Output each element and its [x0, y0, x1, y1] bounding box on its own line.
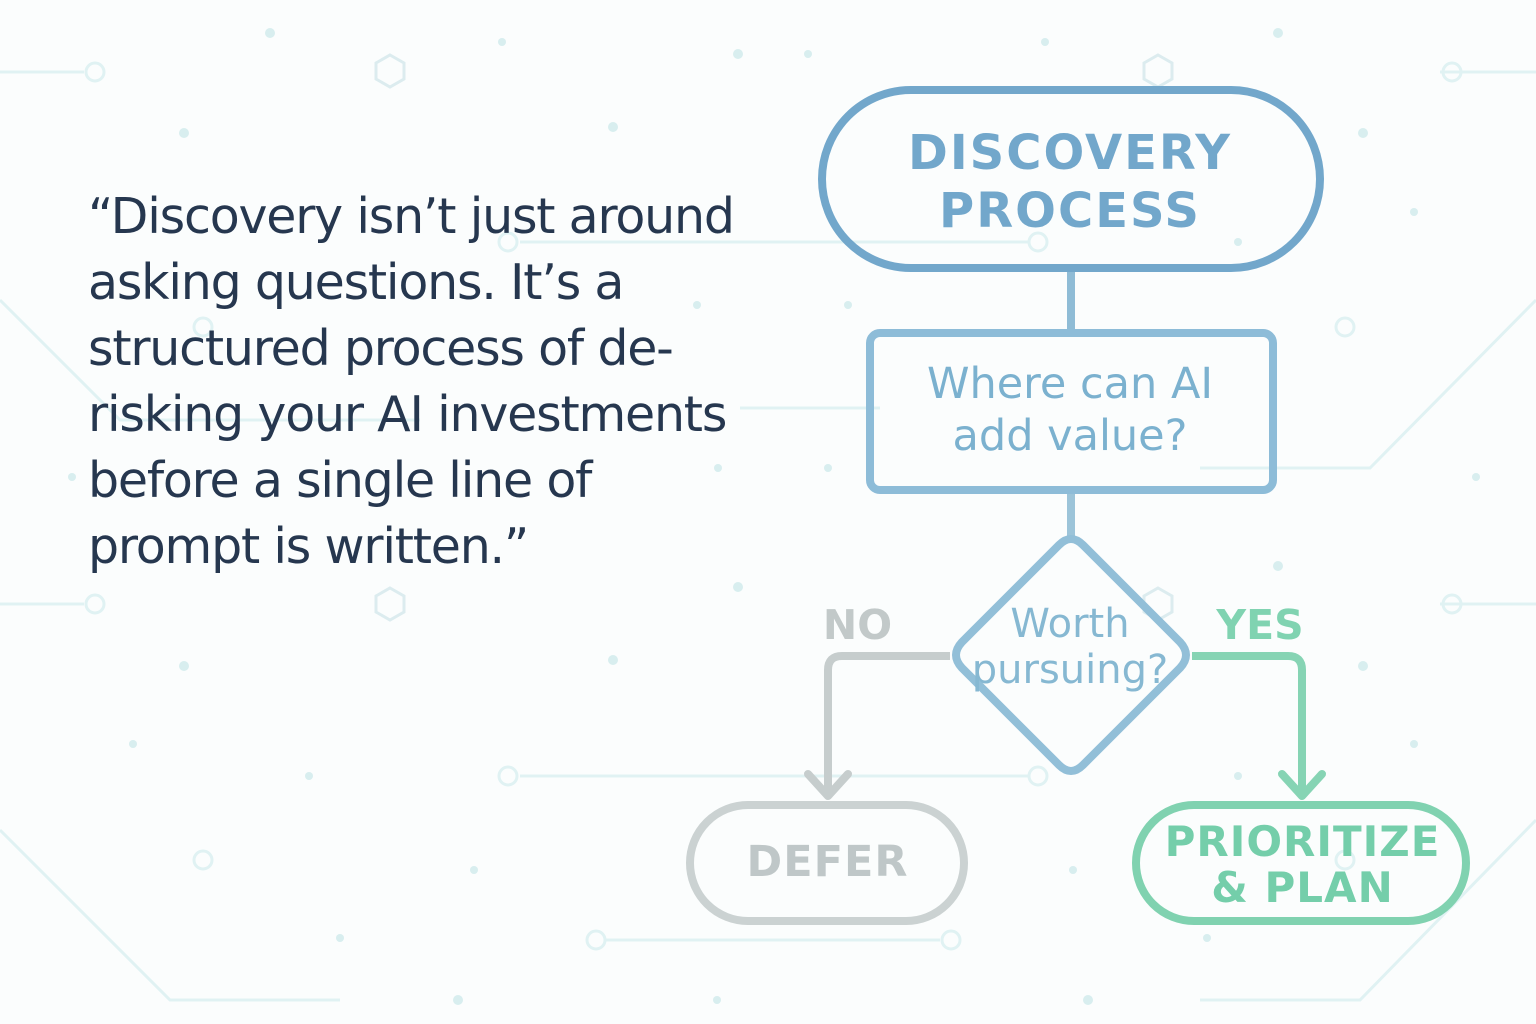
- quote-text: “Discovery isn’t just around asking ques…: [88, 184, 768, 580]
- defer-node: [686, 801, 968, 925]
- connector-yes-branch: [1192, 652, 1306, 790]
- decision-node-label: Worth pursuing?: [955, 592, 1185, 702]
- plan-node: [1132, 801, 1470, 925]
- quote-line: “Discovery isn’t just around: [88, 188, 735, 245]
- no-branch-label: NO: [810, 600, 905, 650]
- decision-node: [952, 535, 1190, 775]
- arrowhead-no: [804, 770, 852, 800]
- plan-text: PRIORITIZE & PLAN: [1164, 816, 1441, 912]
- question-node-label: Where can AI add value?: [880, 345, 1260, 475]
- defer-text: DEFER: [746, 837, 909, 887]
- quote-line: before a single line of: [88, 452, 592, 509]
- defer-node-label: DEFER: [700, 812, 955, 912]
- start-node-label: DISCOVERY PROCESS: [830, 112, 1310, 252]
- question-node-text: Where can AI add value?: [926, 359, 1214, 461]
- start-node: [818, 86, 1324, 272]
- quote-line: risking your AI investments: [88, 386, 727, 443]
- quote-line: prompt is written.”: [88, 518, 529, 575]
- yes-text: YES: [1216, 601, 1304, 649]
- connector-no-branch: [824, 652, 950, 790]
- quote-line: asking questions. It’s a: [88, 254, 624, 311]
- decision-node-text: Worth pursuing?: [971, 601, 1169, 693]
- quote-line: structured process of de-: [88, 320, 674, 377]
- arrowhead-yes: [1278, 770, 1326, 800]
- start-node-text: DISCOVERY PROCESS: [907, 125, 1233, 239]
- no-text: NO: [822, 601, 893, 649]
- yes-branch-label: YES: [1210, 600, 1310, 650]
- plan-node-label: PRIORITIZE & PLAN: [1140, 812, 1465, 917]
- question-node: [866, 329, 1277, 494]
